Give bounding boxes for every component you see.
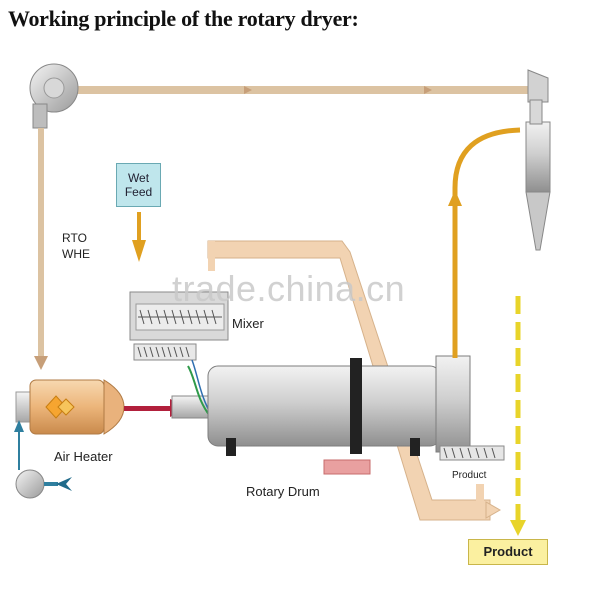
rto-whe-duct	[34, 128, 48, 370]
arrow-right-icon	[485, 501, 502, 519]
drive-gear	[323, 459, 371, 475]
flame-icon	[57, 398, 75, 416]
wet-label: Wet	[127, 171, 150, 185]
rotary-drum-label: Rotary Drum	[246, 484, 320, 499]
mixer-label: Mixer	[232, 316, 264, 331]
exhaust-gas-line	[448, 127, 521, 358]
product-box: Product	[468, 539, 548, 565]
arrow-left-icon	[56, 477, 72, 491]
discharge-screw	[439, 445, 505, 518]
support-roller	[410, 438, 420, 456]
combustion-fan	[14, 420, 72, 499]
page-title: Working principle of the rotary dryer:	[8, 6, 359, 31]
wet-feed-arrow	[132, 212, 146, 262]
support-roller	[226, 438, 236, 456]
rto-whe-label: RTO WHE	[62, 230, 90, 262]
feed-label: Feed	[124, 185, 153, 199]
air-heater-unit	[15, 379, 125, 435]
rotary-drum	[207, 355, 471, 475]
rto-label: RTO	[62, 231, 87, 245]
feed-chute	[171, 359, 213, 419]
riding-ring	[350, 358, 362, 454]
exhaust-fan	[29, 63, 79, 129]
flow-arrow-icon	[244, 86, 252, 94]
product-small-label: Product	[452, 470, 487, 481]
whe-label: WHE	[62, 247, 90, 261]
watermark: trade.china.cn	[172, 268, 406, 309]
mixer-unit	[129, 291, 229, 361]
up-arrow-icon	[448, 190, 462, 206]
flow-arrow-icon	[424, 86, 432, 94]
down-arrow-icon	[510, 520, 526, 536]
cyclone-separator	[525, 69, 551, 251]
product-flow	[510, 296, 526, 536]
recycle-duct	[207, 240, 502, 521]
return-air-duct	[72, 86, 528, 94]
up-arrow-icon	[14, 420, 24, 432]
down-arrow-icon	[34, 356, 48, 370]
air-heater-label: Air Heater	[54, 449, 113, 464]
discharge-hood	[435, 355, 471, 453]
wet-feed-box: Wet Feed	[116, 163, 161, 207]
